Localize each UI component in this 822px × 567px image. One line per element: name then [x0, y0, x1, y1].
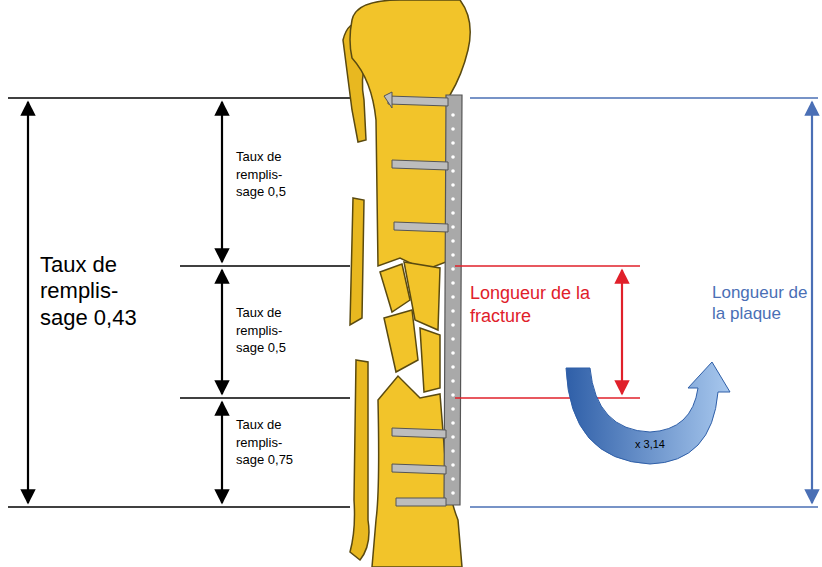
- reference-lines: [8, 98, 350, 507]
- fill-ratio-segment: Taux de remplis- sage 0,5: [236, 304, 306, 357]
- fracture-length-label: Longueur de la fracture: [470, 282, 605, 327]
- screws: [384, 92, 448, 506]
- multiplier-label: x 3,14: [635, 438, 665, 450]
- plate-length: [470, 98, 818, 507]
- dimension-arrows: [28, 102, 222, 503]
- plate: [444, 95, 462, 505]
- tibia: [350, 0, 470, 567]
- fracture-length: [455, 266, 640, 398]
- multiply-arrow: [566, 362, 730, 464]
- fibula: [343, 23, 369, 560]
- plate-length-label: Longueur de la plaque: [712, 282, 808, 325]
- fill-ratio-segment: Taux de remplis- sage 0,5: [236, 148, 306, 201]
- fill-ratio-segment: Taux de remplis- sage 0,75: [236, 416, 306, 469]
- fill-ratio-total: Taux de remplis- sage 0,43: [40, 252, 158, 331]
